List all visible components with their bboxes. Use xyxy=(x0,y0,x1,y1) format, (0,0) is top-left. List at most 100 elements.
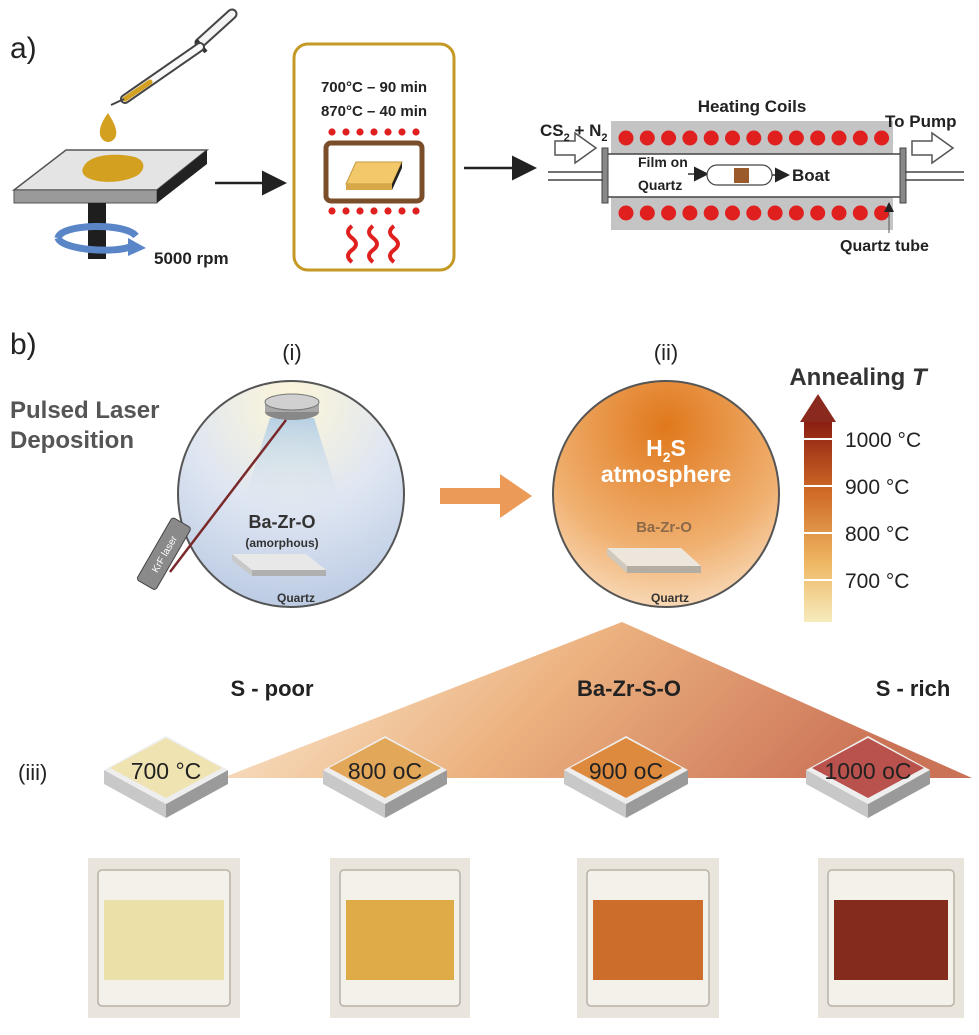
spin-coater xyxy=(11,149,210,259)
sulfurization-fan xyxy=(222,622,972,778)
quartz-label: Quartz xyxy=(638,177,682,193)
scale-label: 800 °C xyxy=(845,523,909,546)
coated-film xyxy=(82,154,144,182)
coil-dot xyxy=(831,205,847,221)
coil-dot xyxy=(852,205,868,221)
heat-waves-icon xyxy=(346,224,400,264)
sample-film xyxy=(570,738,682,798)
rotation-arrow-icon xyxy=(54,223,146,256)
tube-top-coils xyxy=(618,130,890,146)
boat-label: Boat xyxy=(792,166,830,185)
coil-dot xyxy=(788,130,804,146)
sample-photo xyxy=(330,858,470,1018)
gas-inlet-arrow-icon xyxy=(554,131,598,165)
panel-a-label: a) xyxy=(10,32,37,65)
sample-temp-label: 800 oC xyxy=(348,758,422,784)
coil-dot xyxy=(852,130,868,146)
panel-b-label: b) xyxy=(10,328,37,361)
substrate-ii-label: Quartz xyxy=(651,591,689,605)
spin-speed-label: 5000 rpm xyxy=(154,249,229,268)
coil-dot xyxy=(703,130,719,146)
annealing-title: Annealing T xyxy=(789,364,929,391)
sample-in-boat xyxy=(734,168,749,183)
s-rich-label: S - rich xyxy=(876,676,951,701)
step-ii-label: (ii) xyxy=(654,340,678,365)
coil-dot xyxy=(767,205,783,221)
pld-label-line1: Pulsed Laser xyxy=(10,397,159,424)
annealing-scale-bar xyxy=(804,422,832,622)
pld-chamber: Ba-Zr-O (amorphous) Quartz xyxy=(169,380,405,608)
film-i-sub-label: (amorphous) xyxy=(245,536,318,550)
film-i-label: Ba-Zr-O xyxy=(249,512,316,532)
sample-temp-label: 1000 oC xyxy=(825,758,912,784)
pipette xyxy=(110,8,238,106)
sample-row: 700 °C 800 oC 900 oC 1000 oC xyxy=(104,736,930,818)
step-iii-label: (iii) xyxy=(18,760,47,785)
sample-film xyxy=(812,738,924,798)
coil-dot xyxy=(725,130,740,146)
annealing-arrow-icon xyxy=(800,394,836,422)
sample-photo xyxy=(818,858,964,1018)
atmosphere-label: H2S xyxy=(646,435,686,465)
film-swatch xyxy=(593,900,703,980)
film-ii-label: Ba-Zr-O xyxy=(636,519,692,536)
tube-bottom-coils xyxy=(618,205,890,221)
scale-label: 900 °C xyxy=(845,476,909,499)
to-pump-label: To Pump xyxy=(885,112,956,131)
photo-row xyxy=(88,858,964,1018)
film-swatch xyxy=(346,900,454,980)
coil-dot xyxy=(661,205,677,221)
coil-dot xyxy=(682,205,698,221)
coil-dot xyxy=(746,130,762,146)
h2s-chamber: H2S atmosphere Ba-Zr-O Quartz xyxy=(552,380,780,608)
droplet xyxy=(99,113,117,142)
coil-dot xyxy=(767,130,783,146)
step-i-label: (i) xyxy=(282,340,302,365)
sample-tile: 1000 oC xyxy=(806,736,930,818)
coil-dot xyxy=(874,130,890,146)
coil-dot xyxy=(725,205,740,221)
sample-film xyxy=(110,738,222,798)
sample-tile: 700 °C xyxy=(104,736,228,818)
quartz-tube-label: Quartz tube xyxy=(840,238,929,255)
coil-dot xyxy=(810,130,826,146)
sample-tile: 800 oC xyxy=(323,736,447,818)
gas-inlet-label: CS2 + N2 xyxy=(540,121,608,144)
coil-dot xyxy=(788,205,804,221)
coil-dot xyxy=(639,205,655,221)
coil-dot xyxy=(618,130,634,146)
sample-temp-label: 900 oC xyxy=(589,758,663,784)
s-poor-label: S - poor xyxy=(230,676,314,701)
coil-dot xyxy=(618,205,634,221)
coil-dot xyxy=(831,130,847,146)
furnace-bottom-coils xyxy=(328,207,420,215)
heating-coils-label: Heating Coils xyxy=(698,97,807,116)
pump-outlet-arrow-icon xyxy=(911,131,955,165)
furnace-step-1: 700°C – 90 min xyxy=(321,79,427,96)
pre-anneal-furnace: 700°C – 90 min 870°C – 40 min xyxy=(292,42,456,272)
scale-label: 700 °C xyxy=(845,570,909,593)
coil-dot xyxy=(874,205,890,221)
atmosphere-line2: atmosphere xyxy=(601,461,731,487)
coil-dot xyxy=(810,205,826,221)
coil-dot xyxy=(661,130,677,146)
substrate-i-label: Quartz xyxy=(277,591,315,605)
sample-tile: 900 oC xyxy=(564,736,688,818)
process-arrow-icon xyxy=(440,474,532,518)
coil-dot xyxy=(746,205,762,221)
sample-temp-label: 700 °C xyxy=(131,758,202,784)
furnace-top-coils xyxy=(328,128,420,136)
film-swatch xyxy=(104,900,224,980)
coil-dot xyxy=(639,130,655,146)
tube-furnace: Heating Coils CS2 + N2 To Pump Film on Q… xyxy=(540,97,964,255)
film-swatch xyxy=(834,900,948,980)
coil-dot xyxy=(682,130,698,146)
coil-dot xyxy=(703,205,719,221)
film-on-label: Film on xyxy=(638,154,688,170)
sample-film xyxy=(329,738,441,798)
pld-label-line2: Deposition xyxy=(10,427,134,454)
product-label: Ba-Zr-S-O xyxy=(577,676,681,701)
furnace-step-2: 870°C – 40 min xyxy=(321,103,427,120)
